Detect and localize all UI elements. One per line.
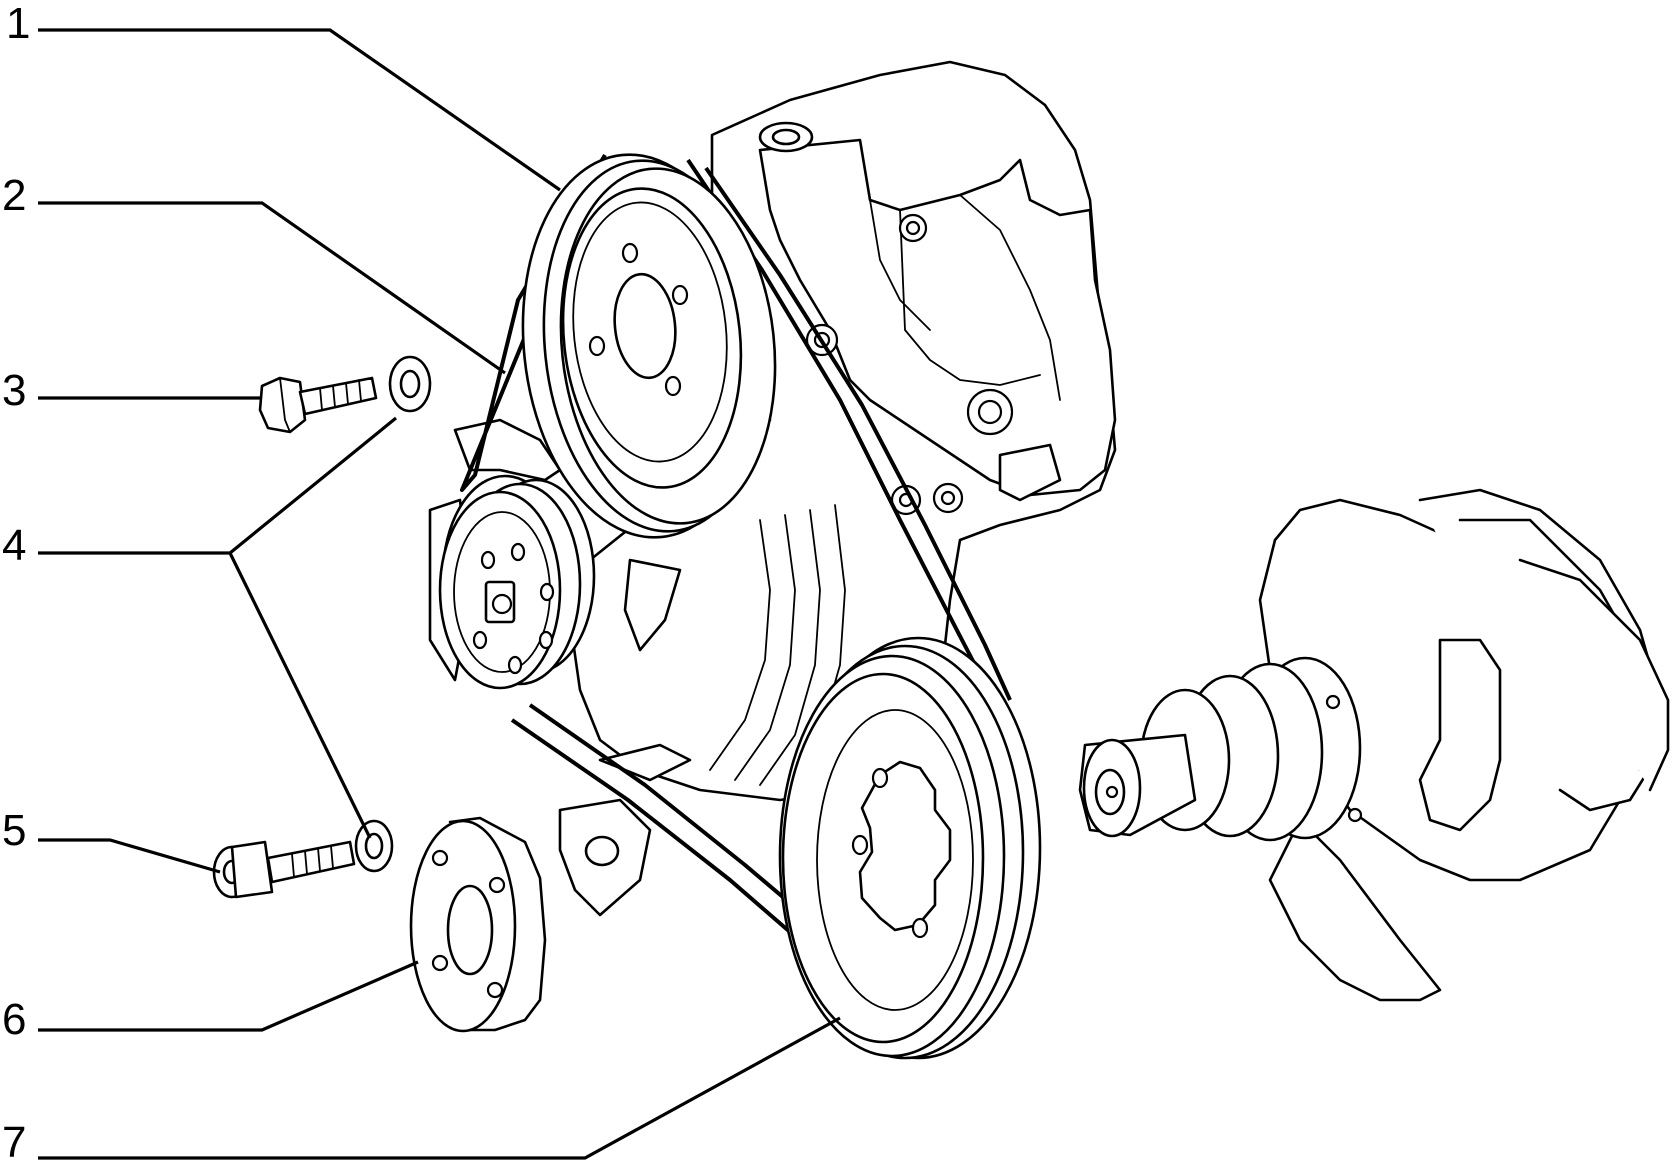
socket-head-bolt <box>212 840 356 899</box>
washer-upper <box>388 355 432 413</box>
leader-line-4a <box>38 416 398 555</box>
pulley-flange-spacer <box>409 816 547 1033</box>
callout-6: 6 <box>2 995 26 1044</box>
leader-line-6 <box>38 960 419 1032</box>
leader-line-5 <box>38 838 221 874</box>
callout-3: 3 <box>2 366 26 415</box>
bolt-hex-head <box>258 376 378 434</box>
callout-5: 5 <box>2 806 26 855</box>
leader-line-1 <box>38 28 561 192</box>
callout-4: 4 <box>2 521 26 570</box>
callout-7: 7 <box>2 1118 26 1161</box>
crankshaft-pulley <box>778 636 1042 1060</box>
callout-1: 1 <box>6 0 30 48</box>
washer-lower <box>354 819 394 873</box>
callout-2: 2 <box>2 171 26 220</box>
leader-line-4b <box>228 552 372 839</box>
leader-lines <box>38 28 841 1160</box>
upper-pulley <box>521 153 777 539</box>
crankshaft <box>1078 488 1670 1002</box>
leader-line-7 <box>38 1016 841 1160</box>
callout-labels: 1 2 3 4 5 6 7 <box>2 0 30 1161</box>
idler-pulley <box>438 474 596 690</box>
leader-line-2 <box>38 201 506 375</box>
